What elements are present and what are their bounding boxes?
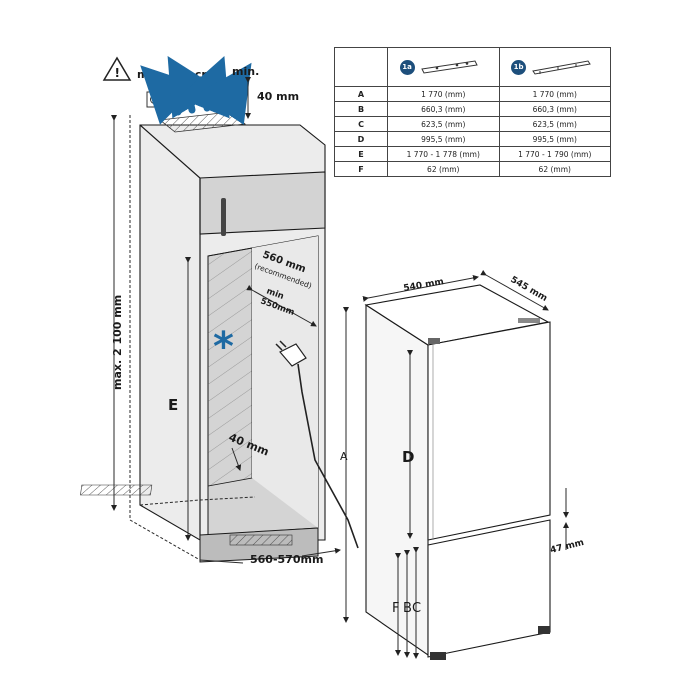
table-row: B 660,3 (mm) 660,3 (mm) (334, 101, 611, 117)
table-row: D 995,5 (mm) 995,5 (mm) (334, 131, 611, 147)
table-row: E 1 770 - 1 778 (mm) 1 770 - 1 790 (mm) (334, 146, 611, 162)
fridge-upper-door (427, 321, 551, 541)
svg-text:!: ! (115, 66, 120, 80)
dim-f-label: F (392, 601, 399, 616)
bracket-1a-icon (421, 60, 478, 74)
dim-d-label: D (402, 448, 414, 466)
cabinet-width-label: 560-570mm (250, 553, 323, 566)
row-label: F (334, 161, 388, 177)
vent-min-label: min. (232, 65, 259, 78)
door-gap-label: 47 mm (549, 538, 585, 556)
plinth-vent-grille (229, 534, 293, 546)
spec-table: 1a 1b A 1 770 (mm) 1 770 (mm) B 660,3 (m… (334, 47, 611, 177)
dim-c-label: C (412, 601, 421, 616)
badge-1a: 1a (399, 59, 415, 75)
table-row: F 62 (mm) 62 (mm) (334, 161, 611, 177)
dim-b-label: B (403, 601, 412, 616)
table-row: C 623,5 (mm) 623,5 (mm) (334, 116, 611, 132)
power-outlet-icon (146, 91, 163, 108)
cell-1a: 62 (mm) (387, 161, 500, 177)
table-header-row: 1a 1b (334, 47, 611, 87)
power-cable (297, 363, 359, 549)
badge-1b: 1b (511, 59, 527, 75)
table-corner-cell (334, 47, 388, 87)
dim-a-label: A (340, 450, 348, 463)
appliance-width-label: 540 mm (403, 277, 445, 294)
warning-icon: ! (102, 56, 132, 81)
vent-gap-label: 40 mm (257, 90, 299, 103)
fridge-lower-door (427, 519, 551, 658)
max-height-label: max. 2 100 mm (111, 295, 124, 390)
upper-cabinet-door (199, 171, 326, 235)
cell-1b: 62 (mm) (498, 161, 611, 177)
row-label: A (334, 86, 388, 102)
cabinet-handle (221, 198, 226, 236)
airflow-arrows-icon (140, 55, 252, 125)
power-plug-icon (275, 340, 307, 367)
table-header-1b: 1b (498, 47, 611, 87)
vent-area-label: min. 200 cm² (137, 68, 218, 81)
bracket-1b-icon (532, 60, 592, 75)
dim-e-label: E (168, 396, 178, 414)
cabinet (80, 111, 326, 563)
fridge (364, 284, 551, 660)
asterisk-icon: * (213, 324, 234, 370)
table-header-1a: 1a (387, 47, 500, 87)
